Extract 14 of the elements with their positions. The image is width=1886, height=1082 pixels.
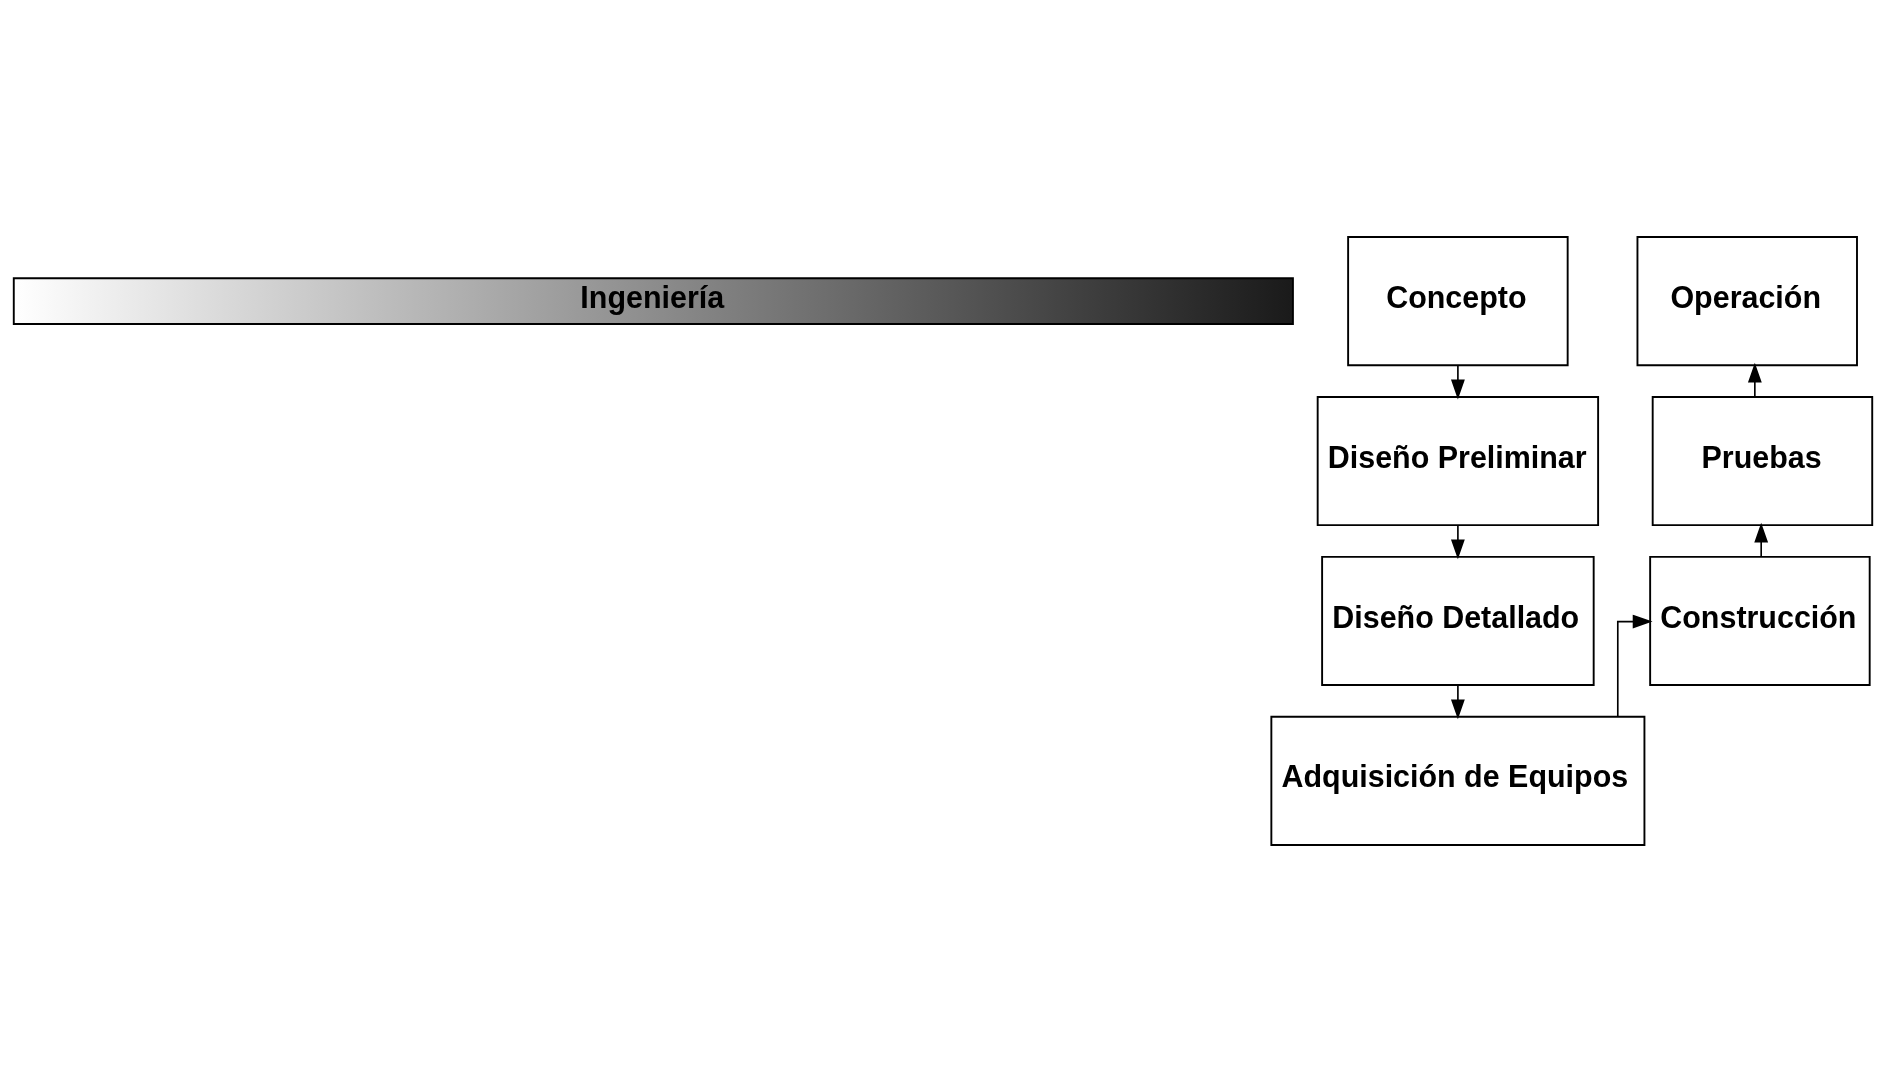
node-box: Construcción	[1649, 555, 1871, 686]
arrow	[1747, 362, 1762, 398]
node-box: Operación	[1636, 236, 1858, 367]
node-box: Pruebas	[1651, 396, 1874, 527]
arrow	[1754, 522, 1769, 558]
arrow	[1616, 614, 1653, 718]
node-box: Concepto	[1347, 236, 1569, 367]
node-box: Diseño Preliminar	[1316, 396, 1600, 527]
node-box: Adquisición de Equipos	[1270, 715, 1646, 846]
node-box: Ingeniería	[12, 277, 1294, 325]
node-box: Diseño Detallado	[1321, 555, 1595, 686]
arrow	[1450, 364, 1465, 400]
arrow	[1450, 684, 1465, 720]
arrow	[1450, 524, 1465, 560]
